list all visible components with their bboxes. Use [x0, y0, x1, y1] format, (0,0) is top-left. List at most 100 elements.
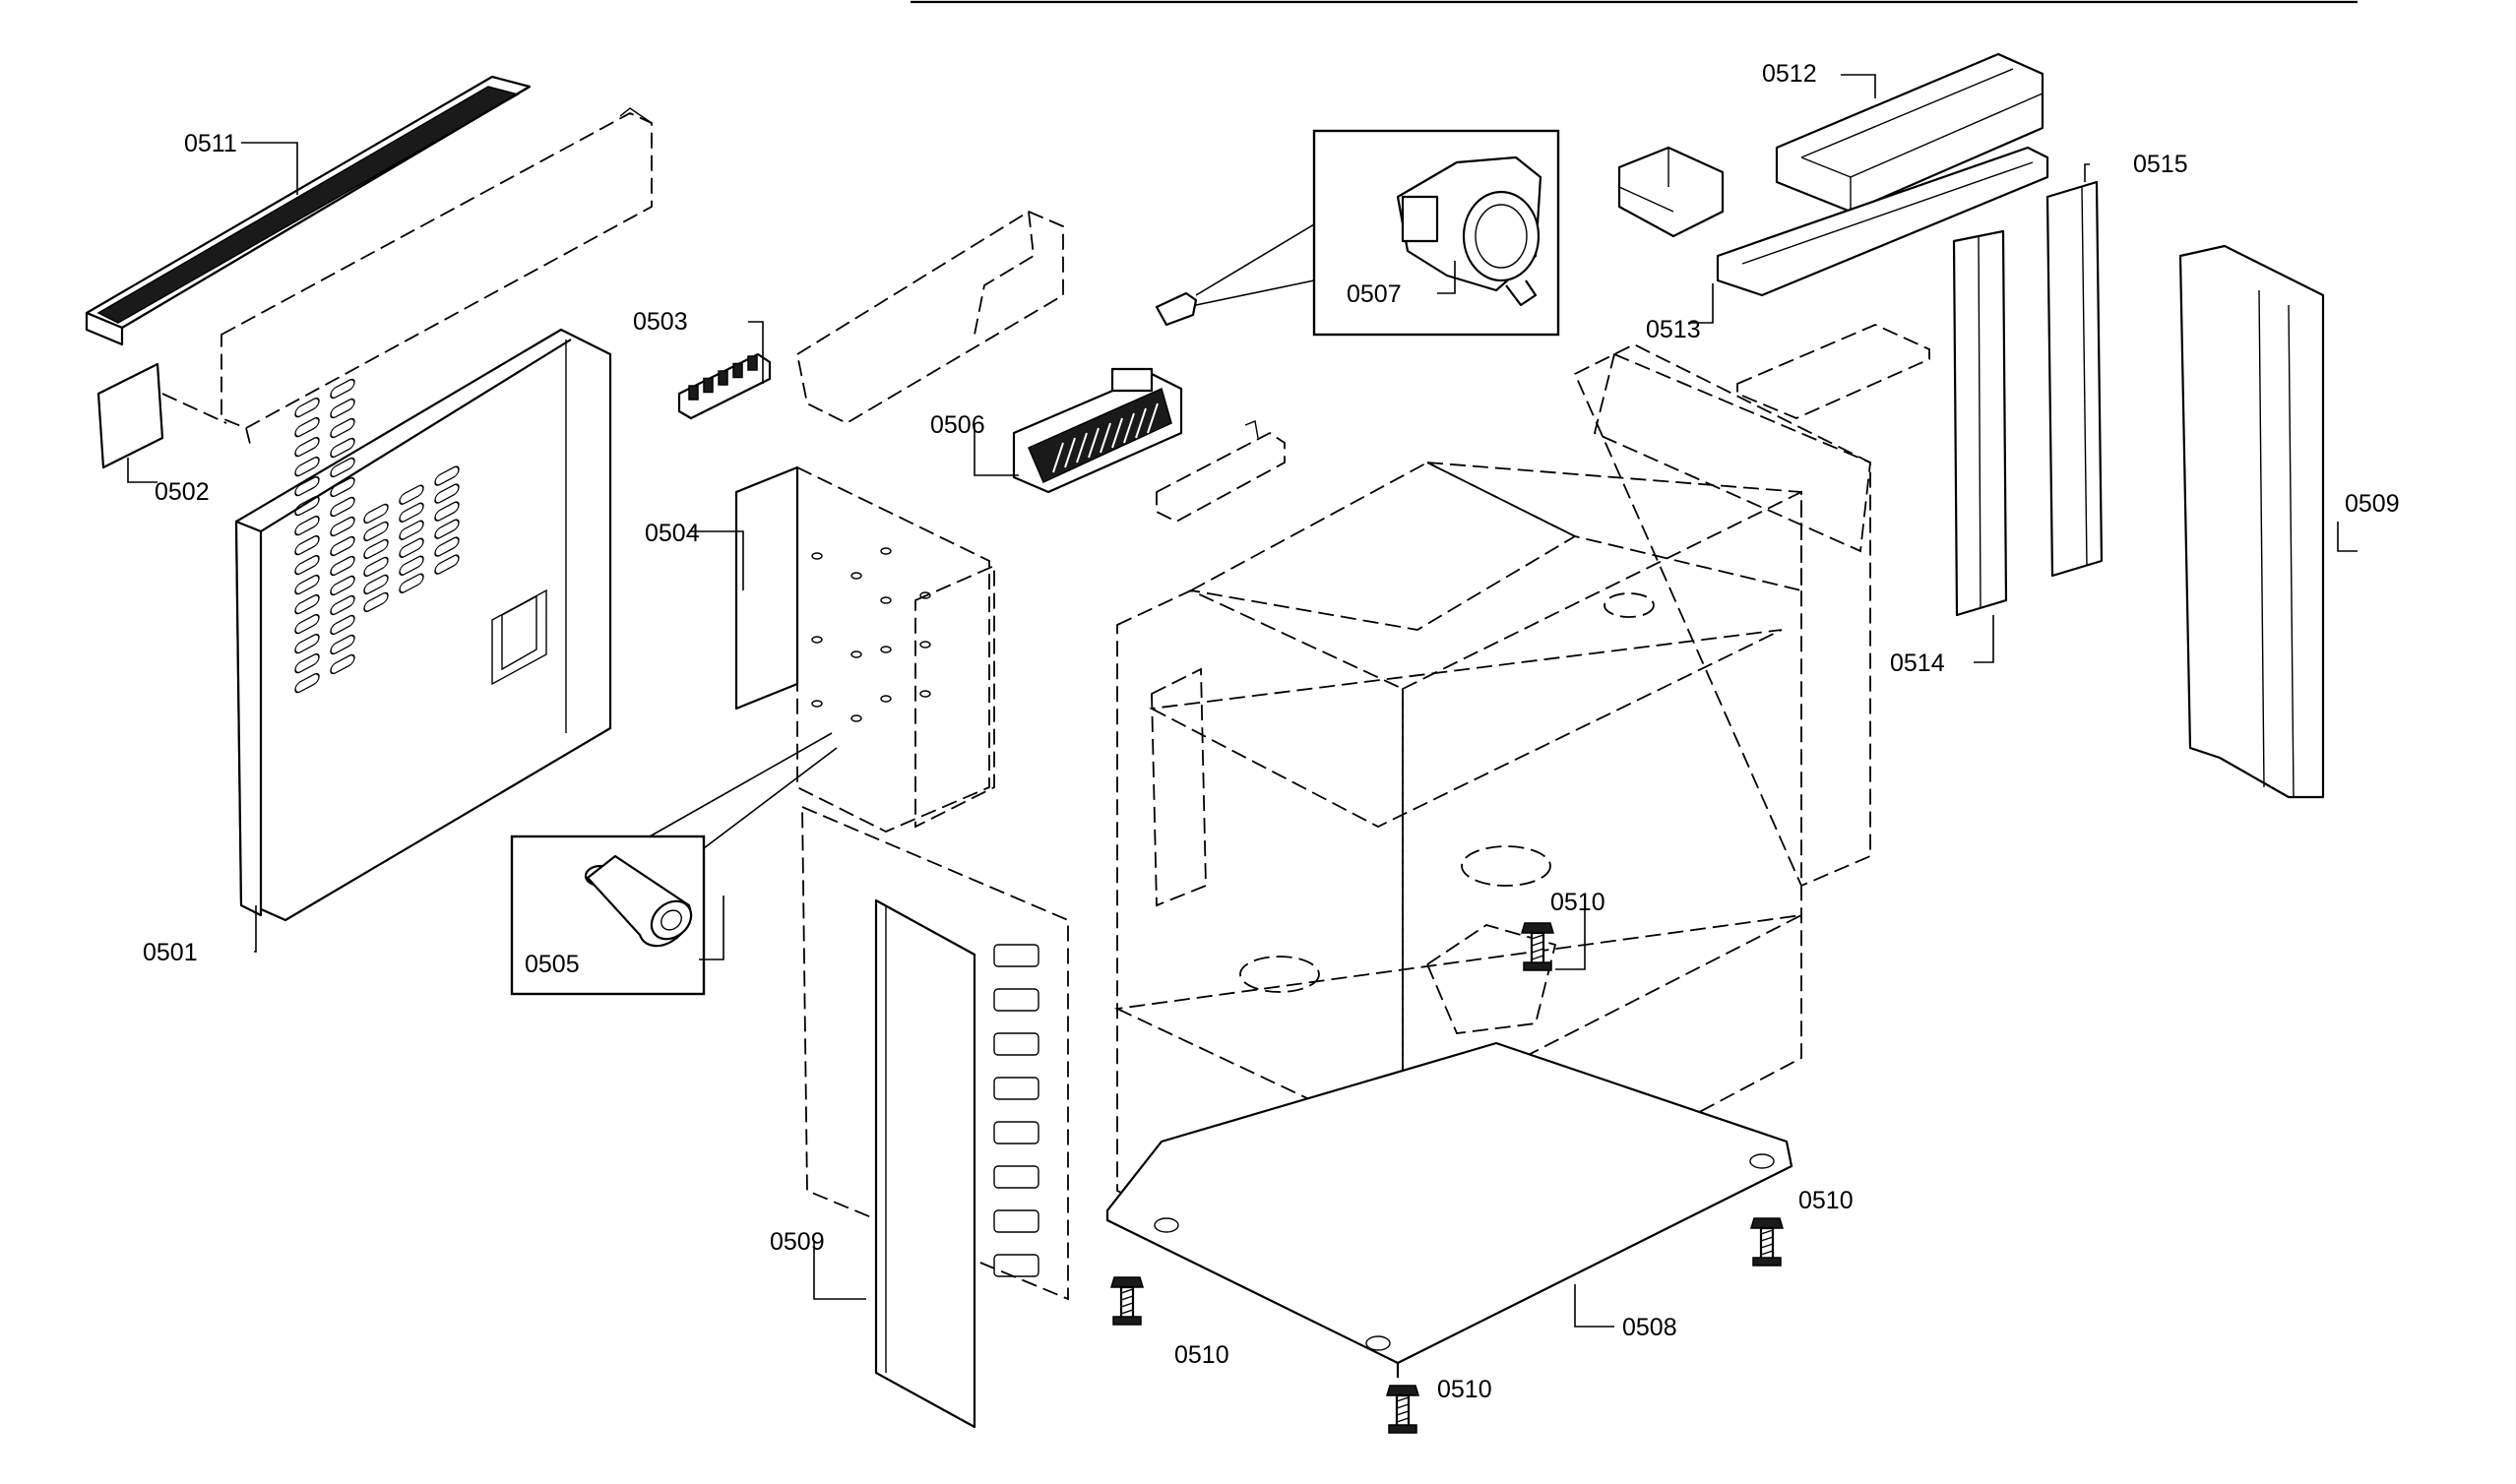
- callout-labels: 0511 0502 0503 0504 0505 0506 0507 0512 …: [143, 60, 2400, 1403]
- screw-thread: [1120, 1295, 1134, 1301]
- callout-0510-right: 0510: [1798, 1187, 1854, 1214]
- screw-0510: [1520, 922, 1555, 971]
- bracket-hole: [811, 636, 823, 644]
- board-bracket-holes: [811, 547, 931, 722]
- vent-slot: [294, 475, 320, 497]
- part-0507-thermostat-detail: [1155, 129, 1560, 337]
- vent-slot: [399, 520, 424, 540]
- screw-thread: [1120, 1302, 1134, 1308]
- vent-slot: [330, 614, 355, 636]
- vent-slot: [330, 516, 355, 537]
- fan-blade: [1135, 407, 1147, 439]
- vent-slot: [294, 672, 320, 694]
- screw-0510: [1109, 1276, 1145, 1326]
- part-0509-right-side-panel: [2178, 244, 2325, 799]
- callout-0509-left: 0509: [770, 1228, 825, 1256]
- fan-blade: [1076, 432, 1088, 464]
- vent-slot: [434, 536, 460, 557]
- vent-slot: [399, 555, 424, 576]
- screw-thread: [1760, 1243, 1774, 1249]
- panel-slot: [993, 1209, 1039, 1233]
- fan-blade: [1111, 417, 1123, 449]
- fan-blade: [1147, 402, 1159, 434]
- screw-head: [1385, 1385, 1420, 1396]
- vent-slot: [294, 554, 320, 576]
- vent-slot: [363, 556, 389, 578]
- screw-thread: [1396, 1410, 1410, 1416]
- panel-slot: [993, 1165, 1039, 1189]
- bracket-hole: [811, 552, 823, 560]
- panel-slot: [993, 1121, 1039, 1144]
- callout-0506: 0506: [930, 411, 985, 439]
- vent-slot: [330, 535, 355, 557]
- callout-0511: 0511: [184, 130, 237, 157]
- vent-slot: [399, 484, 424, 505]
- bracket-hole: [919, 591, 931, 599]
- part-0505-capacitor-detail: [510, 732, 838, 996]
- vent-slot: [399, 502, 424, 523]
- vent-slot: [363, 538, 389, 560]
- vent-slot: [399, 537, 424, 558]
- screw-thread: [1531, 934, 1544, 940]
- vent-slot: [363, 591, 389, 613]
- vent-slot: [330, 378, 355, 400]
- vent-slot: [363, 574, 389, 595]
- vent-slot: [330, 634, 355, 655]
- terminal-screw: [703, 377, 714, 394]
- bracket-hole: [850, 572, 862, 580]
- vent-slot: [294, 436, 320, 458]
- screw-thread: [1396, 1396, 1410, 1402]
- vent-slot: [294, 534, 320, 556]
- screw-thread: [1760, 1229, 1774, 1235]
- vent-slot: [294, 593, 320, 615]
- part-top-rear-panel: [220, 107, 653, 449]
- vent-slot: [294, 633, 320, 654]
- screw-head: [1749, 1217, 1785, 1229]
- bracket-hole: [880, 596, 892, 604]
- vent-slot: [330, 653, 355, 675]
- vent-slot: [294, 495, 320, 517]
- side-panel-vent-slots: [294, 378, 460, 694]
- callout-0504: 0504: [645, 520, 700, 547]
- vent-slot: [330, 417, 355, 439]
- callout-0510-bottom: 0510: [1437, 1376, 1492, 1403]
- screw-thread: [1396, 1417, 1410, 1423]
- part-0509-left-side-panel: [801, 805, 1069, 1429]
- part-0504-control-board: [734, 465, 995, 833]
- terminal-screw: [732, 362, 743, 379]
- callout-0510-left: 0510: [1174, 1341, 1229, 1369]
- fan-blade: [1052, 442, 1064, 473]
- part-0503-terminal-block: [677, 352, 772, 420]
- vent-slot: [434, 465, 460, 486]
- vent-slot: [330, 457, 355, 478]
- part-0502-cover-plate: [96, 362, 227, 469]
- callout-0515: 0515: [2133, 151, 2188, 178]
- bracket-hole: [880, 547, 892, 555]
- part-wire-tray: [795, 210, 1064, 425]
- screw-0510: [1749, 1217, 1785, 1267]
- part-0513-duct-bracket: [1716, 146, 2049, 297]
- vent-slot: [434, 501, 460, 522]
- callout-0514: 0514: [1890, 649, 1945, 677]
- part-0506-blower-fan: [1012, 367, 1183, 494]
- vent-slot: [294, 574, 320, 595]
- vent-slot: [330, 496, 355, 518]
- vent-slot: [330, 437, 355, 459]
- bracket-hole: [880, 695, 892, 703]
- part-0511-vent-grille: [85, 75, 532, 346]
- vent-slot: [294, 456, 320, 477]
- fan-blades: [1052, 402, 1159, 473]
- screw-nut: [1752, 1257, 1782, 1267]
- part-small-cover: [1617, 146, 1725, 238]
- screw-head: [1109, 1276, 1145, 1288]
- vent-slot: [330, 398, 355, 419]
- part-fan-bracket: [1156, 420, 1286, 524]
- panel-slot: [993, 988, 1039, 1012]
- vent-slot: [434, 483, 460, 504]
- vent-slot: [434, 519, 460, 539]
- callout-leaders: [127, 74, 2358, 1328]
- screw-thread: [1760, 1236, 1774, 1242]
- screw-thread: [1760, 1250, 1774, 1256]
- part-0508-base-plate: [1105, 1041, 1793, 1378]
- screw-thread: [1531, 948, 1544, 954]
